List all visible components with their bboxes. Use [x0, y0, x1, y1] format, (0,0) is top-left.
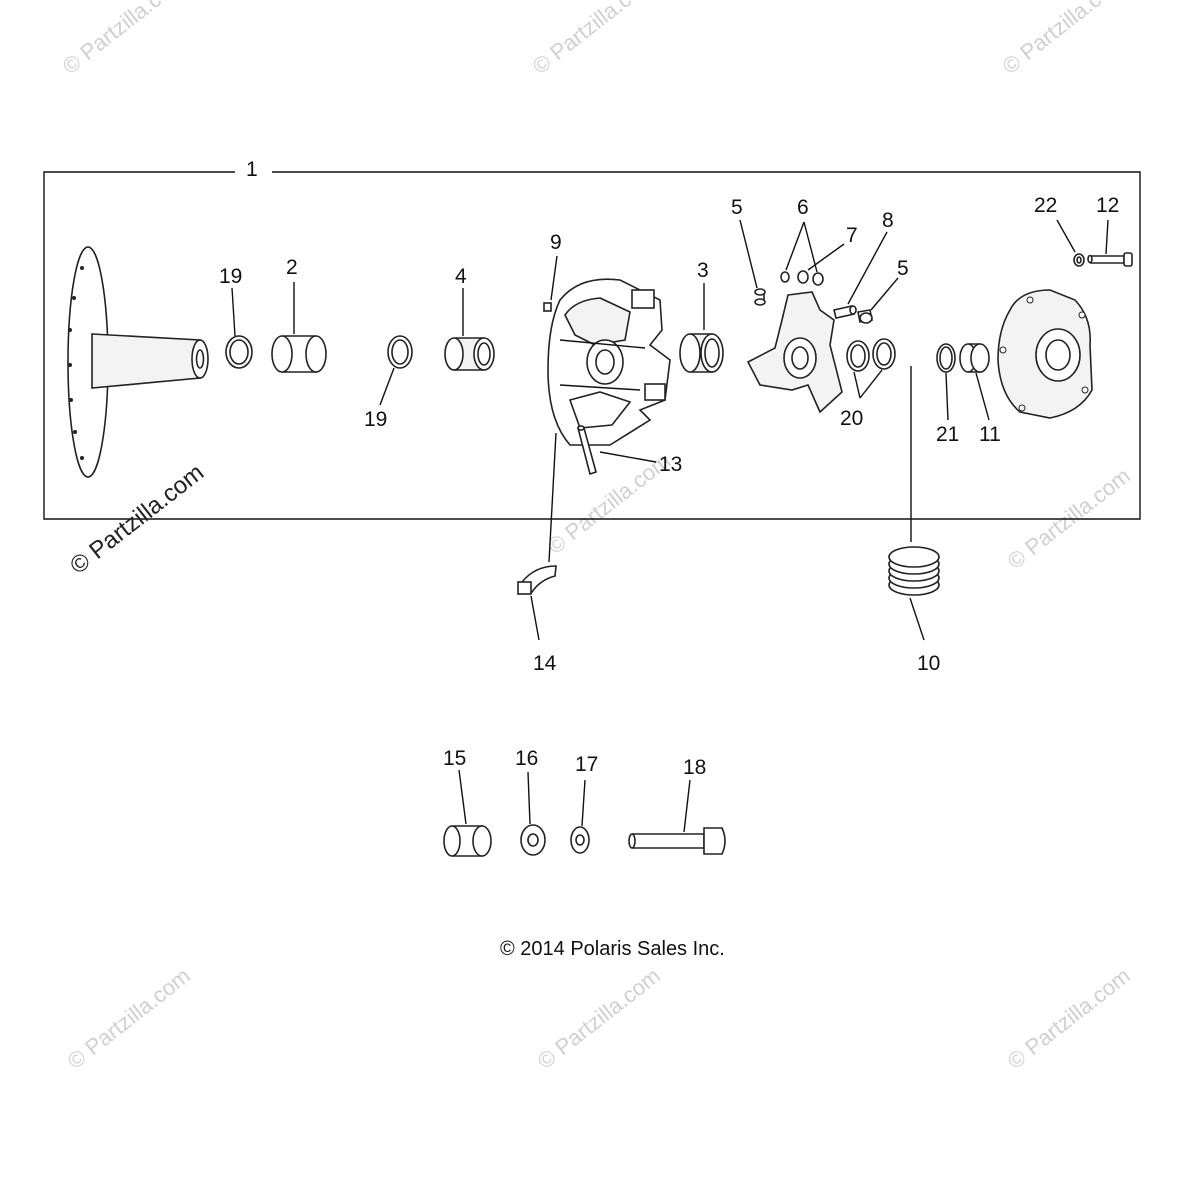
ring-19-left: [225, 335, 253, 369]
bushing-15: [443, 825, 492, 857]
pin-9: [543, 302, 552, 312]
ring-19-middle: [387, 335, 413, 369]
watermark: © Partzilla.com: [533, 963, 665, 1074]
callout-label: 3: [697, 259, 709, 282]
washer-17: [570, 826, 590, 854]
callout-label: 9: [550, 231, 562, 254]
watermark: © Partzilla.com: [543, 448, 675, 559]
cover-plate: [997, 289, 1093, 419]
nut-22: [1073, 253, 1085, 267]
callout-label: 18: [683, 756, 706, 779]
callout-label: 5: [897, 257, 909, 280]
bushing-11: [959, 343, 990, 373]
callout-label: 7: [846, 224, 858, 247]
ring-21: [936, 343, 956, 373]
callout-label: 13: [659, 453, 682, 476]
callout-label: 11: [979, 423, 1001, 446]
callout-label: 14: [533, 652, 557, 675]
callout-label: 12: [1096, 194, 1119, 217]
callout-label: 15: [443, 747, 466, 770]
pin-13: [576, 425, 597, 476]
callout-label: 10: [917, 652, 940, 675]
callout-label: 21: [936, 423, 959, 446]
callout-label: 2: [286, 256, 298, 279]
spider-arm: [746, 291, 843, 414]
callout-label: 8: [882, 209, 894, 232]
callout-label: 17: [575, 753, 598, 776]
bolt-12: [1087, 252, 1133, 267]
watermark: © Partzilla.com: [998, 0, 1130, 79]
watermark: © Partzilla.com: [63, 963, 195, 1074]
callout-label: 16: [515, 747, 538, 770]
bushing-3: [679, 333, 724, 373]
assembly-frame: [43, 171, 1141, 520]
callout-label: 4: [455, 265, 467, 288]
spider-housing: [547, 278, 671, 446]
callout-label: 19: [219, 265, 242, 288]
callout-label: 1: [246, 158, 258, 181]
spring-10: [888, 546, 940, 596]
moveable-sheave: [67, 246, 209, 478]
callout-label: 20: [840, 407, 863, 430]
callout-label: 19: [364, 408, 387, 431]
callout-label: 6: [797, 196, 809, 219]
rings-20: [846, 338, 896, 372]
watermark: © Partzilla.com: [58, 0, 190, 79]
washers-6: [780, 270, 824, 286]
washer-16: [520, 824, 546, 856]
bolt-18: [628, 827, 726, 855]
weight-14: [517, 565, 557, 595]
callout-label: 22: [1034, 194, 1057, 217]
roller-5-right: [857, 309, 873, 324]
roller-5-left: [754, 288, 766, 306]
copyright-text: © 2014 Polaris Sales Inc.: [500, 938, 725, 960]
watermarks: © Partzilla.com © Partzilla.com © Partzi…: [58, 0, 1135, 1074]
bushing-4: [444, 337, 495, 371]
bushing-2: [271, 335, 327, 373]
callout-label: 5: [731, 196, 743, 219]
watermark: © Partzilla.com: [528, 0, 660, 79]
pin-8: [833, 305, 857, 319]
watermark: © Partzilla.com: [1003, 963, 1135, 1074]
